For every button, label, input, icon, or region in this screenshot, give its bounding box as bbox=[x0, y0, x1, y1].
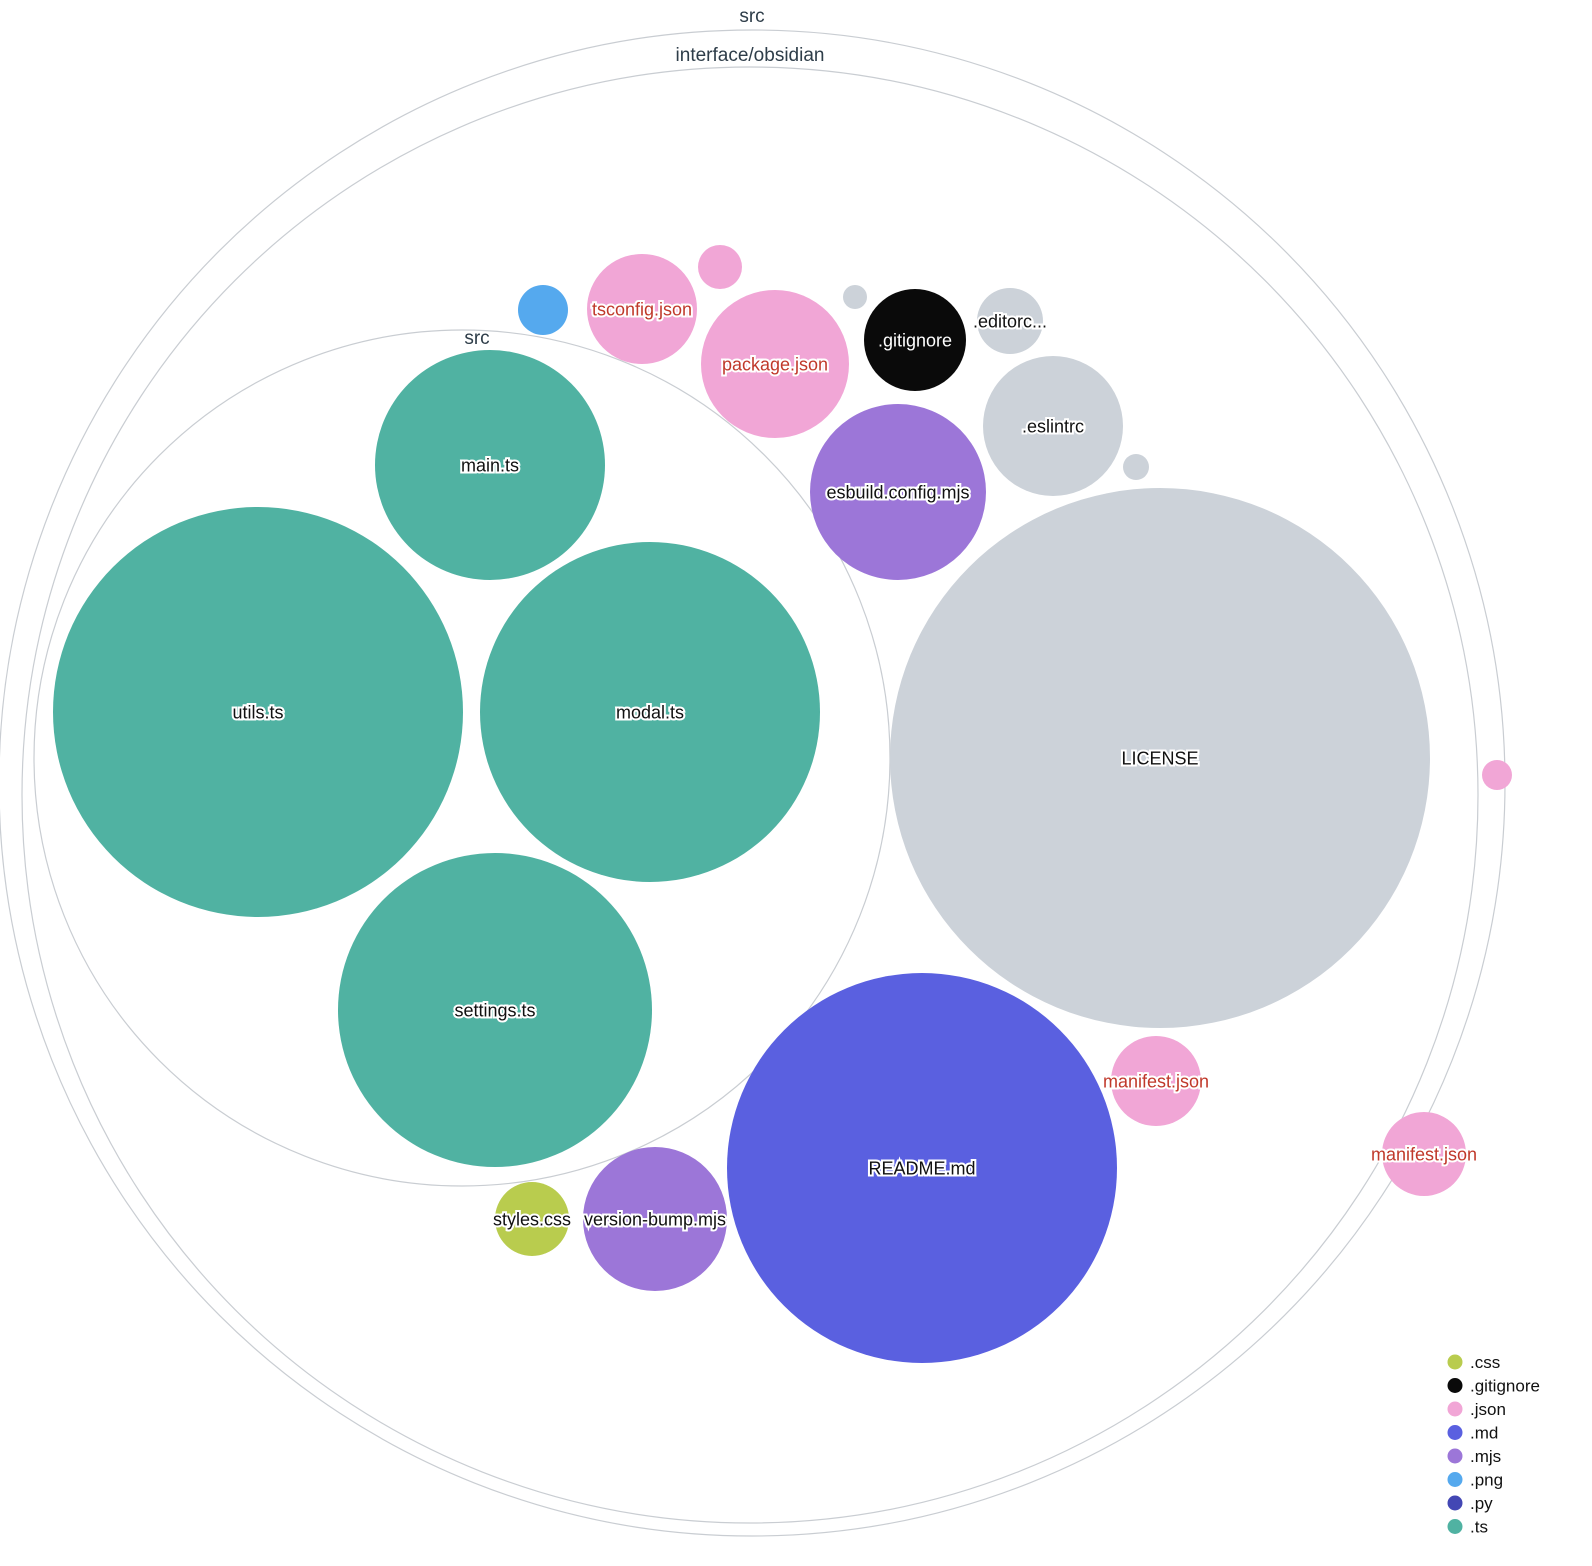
legend-label-.gitignore: .gitignore bbox=[1470, 1377, 1540, 1396]
file-bubble-unlabeled[interactable] bbox=[843, 285, 867, 309]
directory-label-src-2: src bbox=[464, 328, 489, 349]
file-bubble-readme.md[interactable] bbox=[727, 973, 1117, 1363]
legend-swatch-.css bbox=[1447, 1354, 1463, 1370]
file-bubble-settings.ts[interactable] bbox=[338, 853, 652, 1167]
legend-label-.json: .json bbox=[1470, 1400, 1506, 1419]
file-label-esbuild.config.mjs: esbuild.config.mjs bbox=[826, 482, 969, 502]
directory-label-src-0: src bbox=[739, 6, 764, 27]
file-bubble-unlabeled[interactable] bbox=[1123, 454, 1149, 480]
file-label-version-bump.mjs: version-bump.mjs bbox=[584, 1209, 726, 1229]
file-label-package.json: package.json bbox=[722, 354, 828, 374]
file-bubble-styles.css[interactable] bbox=[495, 1182, 569, 1256]
legend-swatch-.mjs bbox=[1447, 1448, 1463, 1464]
legend-swatch-.ts bbox=[1447, 1519, 1463, 1534]
file-bubble-tsconfig.json[interactable] bbox=[587, 254, 697, 364]
file-bubble-manifest.json[interactable] bbox=[1111, 1036, 1201, 1126]
legend-swatch-.md bbox=[1447, 1425, 1463, 1440]
legend-label-.png: .png bbox=[1470, 1471, 1503, 1490]
legend-label-.py: .py bbox=[1470, 1494, 1493, 1513]
file-label-main.ts: main.ts bbox=[461, 455, 519, 475]
file-bubble-unlabeled[interactable] bbox=[518, 285, 568, 335]
legend-swatch-.json bbox=[1447, 1401, 1463, 1417]
file-label-modal.ts: modal.ts bbox=[616, 702, 684, 722]
file-label-manifest.json: manifest.json bbox=[1371, 1144, 1477, 1164]
file-bubble-esbuild.config.mjs[interactable] bbox=[810, 404, 986, 580]
file-label-styles.css: styles.css bbox=[493, 1209, 571, 1229]
file-bubble-.eslintrc[interactable] bbox=[983, 356, 1123, 496]
file-label-settings.ts: settings.ts bbox=[454, 1000, 535, 1020]
file-bubble-unlabeled[interactable] bbox=[698, 245, 742, 289]
file-label-tsconfig.json: tsconfig.json bbox=[592, 299, 692, 319]
file-bubble-unlabeled[interactable] bbox=[1482, 760, 1512, 790]
file-label-.gitignore: .gitignore bbox=[878, 330, 952, 350]
file-label-utils.ts: utils.ts bbox=[232, 702, 283, 722]
directory-circle-interface-obsidian-1[interactable] bbox=[21, 66, 1479, 1524]
legend-label-.md: .md bbox=[1470, 1424, 1498, 1443]
file-bubble-package.json[interactable] bbox=[701, 290, 849, 438]
file-label-manifest.json: manifest.json bbox=[1103, 1071, 1209, 1091]
file-bubble-.editorc...[interactable] bbox=[977, 288, 1043, 354]
file-bubble-manifest.json[interactable] bbox=[1382, 1112, 1466, 1196]
legend-label-.ts: .ts bbox=[1470, 1518, 1488, 1537]
legend-swatch-.py bbox=[1447, 1495, 1463, 1511]
file-bubble-version-bump.mjs[interactable] bbox=[583, 1147, 727, 1291]
file-bubble-main.ts[interactable] bbox=[375, 350, 605, 580]
legend-swatch-.png bbox=[1447, 1472, 1463, 1487]
directory-label-interface-obsidian-1: interface/obsidian bbox=[676, 45, 825, 66]
file-label-readme.md: README.md bbox=[868, 1158, 975, 1178]
file-label-license: LICENSE bbox=[1121, 748, 1198, 768]
legend-label-.css: .css bbox=[1470, 1353, 1500, 1372]
file-bubble-utils.ts[interactable] bbox=[53, 507, 463, 917]
legend-swatch-.gitignore bbox=[1447, 1378, 1463, 1393]
file-bubble-license[interactable] bbox=[890, 488, 1430, 1028]
file-bubble-modal.ts[interactable] bbox=[480, 542, 820, 882]
file-label-.eslintrc: .eslintrc bbox=[1022, 416, 1084, 436]
legend-label-.mjs: .mjs bbox=[1470, 1447, 1501, 1466]
file-bubble-.gitignore[interactable] bbox=[864, 289, 966, 391]
file-label-.editorc...: .editorc... bbox=[973, 311, 1047, 331]
